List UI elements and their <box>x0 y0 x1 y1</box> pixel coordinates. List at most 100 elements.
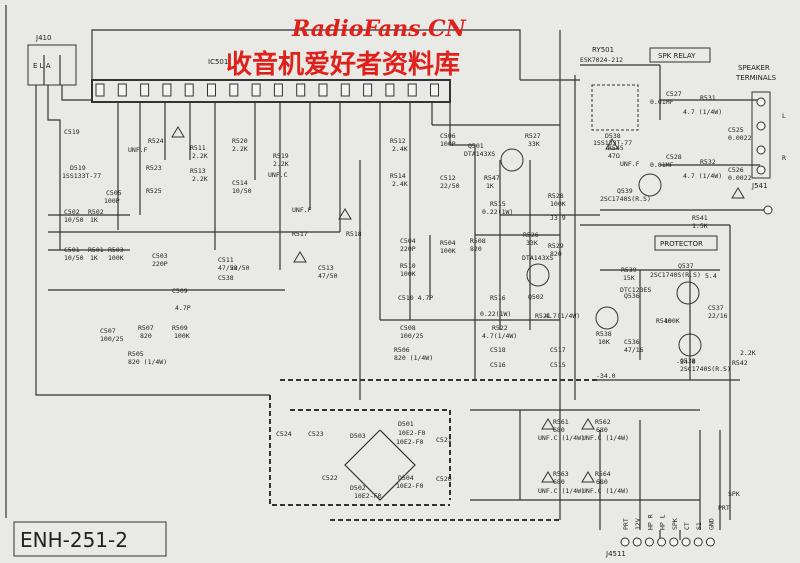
component-label-c518: C518 <box>490 346 506 354</box>
component-label-c514v: 10/50 <box>232 187 252 195</box>
component-label-r523: R523 <box>146 164 162 172</box>
component-label-r505v: 820 (1/4W) <box>128 358 167 366</box>
transistor-symbol <box>595 306 619 330</box>
component-label-r510v: 100K <box>400 270 416 278</box>
component-label-c508: C508 <box>400 324 416 332</box>
ic-pin <box>140 83 150 97</box>
component-label-r539: R539 <box>621 266 637 274</box>
j4511-pin-label: GND <box>707 518 715 530</box>
ic-pin <box>273 83 283 97</box>
j4511-pin <box>632 537 642 547</box>
component-label-r519v: 2.2K <box>273 160 289 168</box>
component-label-c527: C527 <box>666 90 682 98</box>
watermark: RadioFans.CN 收音机爱好者资料库 <box>226 16 467 80</box>
watermark-chinese: 收音机爱好者资料库 <box>226 49 460 80</box>
component-label-c515: C515 <box>550 361 566 369</box>
j4511-pin <box>693 537 703 547</box>
protector-label: PROTECTOR <box>660 240 703 248</box>
component-label-r522v: 4.7(1/4W) <box>482 332 517 340</box>
component-label-r531: R531 <box>700 94 716 102</box>
component-label-c512: C512 <box>440 174 456 182</box>
component-label-r513: R513 <box>190 167 206 175</box>
component-label-r541: R541 <box>692 214 708 222</box>
safety-marks <box>171 126 745 483</box>
j4511-pin-label: SPK <box>671 518 679 530</box>
component-label-unfc5: UNF.C (1/4W) <box>582 487 629 495</box>
component-label-c514: C514 <box>232 179 248 187</box>
component-label-c511v: 47/50 <box>218 264 238 272</box>
component-label-q539: Q539 <box>617 187 633 195</box>
component-label-r501: R501 <box>88 246 104 254</box>
component-label-r511: R511 <box>190 144 206 152</box>
component-label-r519: R519 <box>273 152 289 160</box>
component-label-c522: C522 <box>322 474 338 482</box>
component-label-r529v: 820 <box>550 250 562 258</box>
component-label-c526v: 0.0022 <box>728 174 752 182</box>
component-label-r504v: 100K <box>440 247 456 255</box>
component-label-c509: C509 <box>172 287 188 295</box>
component-label-c528: C528 <box>666 153 682 161</box>
component-label-unfc1: UNF.C <box>268 171 288 179</box>
component-label-r508v: 820 <box>470 245 482 253</box>
component-label-r539v: 15K <box>623 274 635 282</box>
warning-triangle <box>541 471 555 483</box>
component-label-r509: R509 <box>172 324 188 332</box>
transistor-symbol <box>676 281 700 305</box>
component-label-r516v: 0.22(1W) <box>480 310 511 318</box>
spk-relay-frame <box>649 47 711 63</box>
j410-ref: J410 <box>35 34 51 42</box>
component-label-q502p: DTA143XS <box>522 254 553 262</box>
ic-pin <box>340 83 350 97</box>
component-label-r509v: 100K <box>174 332 190 340</box>
ic-pin <box>207 83 216 97</box>
component-label-c536v: 47/16 <box>624 346 644 354</box>
j541-ref: J541 <box>751 182 767 190</box>
component-label-r561: R561 <box>553 418 569 426</box>
component-label-r513v: 2.2K <box>192 175 208 183</box>
component-label-r562v: 680 <box>596 426 608 434</box>
transistor-symbol <box>526 263 550 287</box>
component-label-c509v: 4.7P <box>175 304 191 312</box>
transistor-symbol <box>678 333 702 357</box>
component-label-spk: SPK <box>728 490 740 498</box>
spk-relay-label: SPK RELAY <box>658 52 696 60</box>
j4511-pin <box>705 537 715 547</box>
part-labels: C519D5191SS133T-77R524R5112.2KR5132.2KR5… <box>62 90 786 512</box>
j4511-pin-label: CT <box>683 522 691 530</box>
j4511-pin-label: HP R <box>646 514 654 530</box>
component-label-q537: Q537 <box>678 262 694 270</box>
component-label-q538p: 2SC1740S(R.S) <box>680 365 731 373</box>
component-label-c507: C507 <box>100 327 116 335</box>
component-label-r516: R516 <box>490 294 506 302</box>
component-label-r510: R510 <box>400 262 416 270</box>
component-label-q501p: DTA143XS <box>464 150 495 158</box>
component-label-r507v: 820 <box>140 332 152 340</box>
component-label-r547v: 1K <box>486 182 494 190</box>
ic-pin <box>296 83 306 97</box>
component-label-r529: R529 <box>548 242 564 250</box>
j4511-pin <box>681 537 691 547</box>
component-label-r517: R517 <box>292 230 308 238</box>
component-label-r506v: 820 (1/4W) <box>394 354 433 362</box>
component-label-unff1: UNF.F <box>128 146 148 154</box>
component-label-r538: R538 <box>596 330 612 338</box>
component-label-r524: R524 <box>148 137 164 145</box>
component-label-c536: C536 <box>624 338 640 346</box>
component-label-d538p: 1SS133T-77 <box>593 139 632 147</box>
component-label-c520: C520 <box>436 475 452 483</box>
component-label-r563: R563 <box>553 470 569 478</box>
component-label-c511: C511 <box>218 256 234 264</box>
component-label-r542v: 2.2K <box>740 349 756 357</box>
component-label-r547: R547 <box>484 174 500 182</box>
j4511-pin-label: S1 <box>695 522 703 530</box>
component-label-r520: R520 <box>232 137 248 145</box>
component-label-c528v: 0.01MF <box>650 161 674 169</box>
watermark-site: RadioFans.CN <box>291 16 467 42</box>
component-label-d503p: 10E2-F0 <box>398 429 425 437</box>
component-label-c513v: 47/50 <box>318 272 338 280</box>
component-label-r521v: 4.7(1/4W) <box>545 312 580 320</box>
component-label-r531v: 4.7 (1/4W) <box>683 108 722 116</box>
component-label-q539p: 2SC1740S(R.S) <box>600 195 651 203</box>
component-label-r507: R507 <box>138 324 154 332</box>
